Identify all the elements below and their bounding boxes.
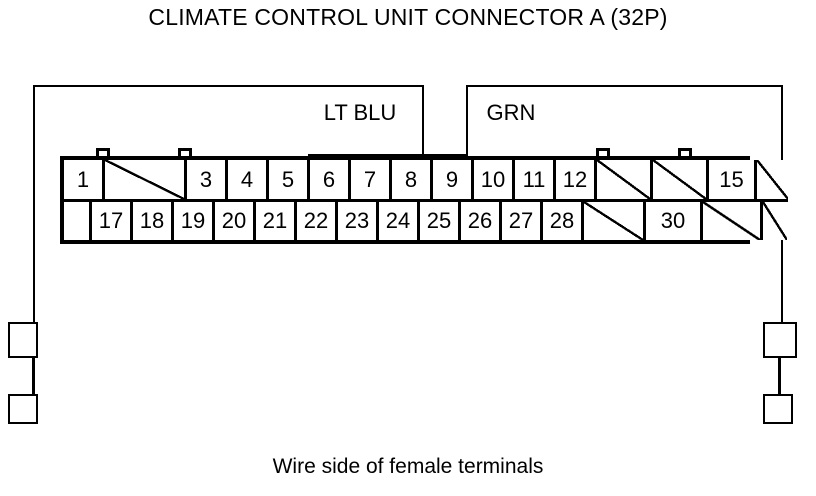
connector-body: 1 3 4 5 6 7 8 9 10 11 12 15 17 18 19 20 21 22 23 24 25 26 27 2… [60,148,788,244]
pin-cell-28: 28 [543,202,584,240]
pin-cell-24: 24 [379,202,420,240]
left-terminal-stem [32,358,35,394]
pin-cell-blank [703,202,763,240]
wire-label-lt-blu: LT BLU [323,100,397,125]
pin-number: 28 [549,208,575,233]
page-title: CLIMATE CONTROL UNIT CONNECTOR A (32P) [148,4,668,30]
pin-cell-25: 25 [420,202,461,240]
pin-cell-blank [653,160,709,202]
pin-cell-26: 26 [461,202,502,240]
left-terminal-upper [8,322,38,358]
wire-leader-line-grn [466,85,468,160]
pin-number: 9 [445,166,459,192]
pin-number: 12 [562,166,588,192]
pin-cell-23: 23 [338,202,379,240]
left-bracket-top-line [33,85,423,87]
pin-cell-4: 4 [228,160,269,202]
pin-number: 6 [322,166,336,192]
pin-cell-8: 8 [392,160,433,202]
pin-cell-blank [597,160,653,202]
pin-number: 11 [522,166,546,192]
pin-cell-12: 12 [556,160,597,202]
pin-number: 20 [221,208,247,233]
left-terminal-lower [8,394,38,424]
pin-number: 27 [508,208,534,233]
pin-cell-blank [757,160,788,202]
pin-number: 15 [719,166,744,192]
pin-cell-19: 19 [174,202,215,240]
wire-label-grn: GRN [486,100,536,125]
pin-cell-22: 22 [297,202,338,240]
pin-cell-6: 6 [310,160,351,202]
pin-number: 24 [385,208,411,233]
right-terminal-upper [763,322,797,358]
pin-cell-30: 30 [646,202,703,240]
pin-number: 26 [467,208,493,233]
pin-cell-5: 5 [269,160,310,202]
pin-cell-11: 11 [515,160,556,202]
pin-cell-17: 17 [92,202,133,240]
left-bracket-vertical-line [33,85,35,322]
pin-cell-20: 20 [215,202,256,240]
pin-number: 8 [404,166,418,192]
pin-cell-9: 9 [433,160,474,202]
pin-cell-3: 3 [187,160,228,202]
pin-cell-10: 10 [474,160,515,202]
right-terminal-lower [763,394,793,424]
pin-cell-27: 27 [502,202,543,240]
pin-number: 25 [426,208,452,233]
wire-leader-line-lt-blu [422,85,424,160]
pin-number: 3 [199,166,213,192]
pin-number: 5 [281,166,295,192]
pin-number: 1 [76,166,90,192]
pin-cell-1: 1 [64,160,105,202]
pin-number: 22 [303,208,329,233]
pin-number: 10 [480,166,506,192]
pin-cell-edge-slot [64,202,92,240]
pin-cell-21: 21 [256,202,297,240]
pin-cell-18: 18 [133,202,174,240]
pin-row-top: 1 3 4 5 6 7 8 9 10 11 12 15 [64,160,788,202]
diagram-caption: Wire side of female terminals [272,455,544,478]
right-bracket-top-line [466,85,783,87]
pin-cell-blank [105,160,187,202]
pin-cell-blank [584,202,646,240]
pin-number: 7 [363,166,377,192]
pin-number: 18 [139,208,165,233]
pin-number: 17 [98,208,124,233]
right-terminal-stem [778,358,781,394]
pin-cell-blank [763,202,787,240]
pin-number: 30 [660,208,686,233]
pin-number: 21 [262,208,288,233]
pin-row-bottom: 17 18 19 20 21 22 23 24 25 26 27 28 30 [64,202,787,240]
pin-number: 23 [344,208,370,233]
pin-cell-7: 7 [351,160,392,202]
pin-cell-15: 15 [709,160,757,202]
pin-number: 19 [180,208,206,233]
pin-number: 4 [240,166,254,192]
